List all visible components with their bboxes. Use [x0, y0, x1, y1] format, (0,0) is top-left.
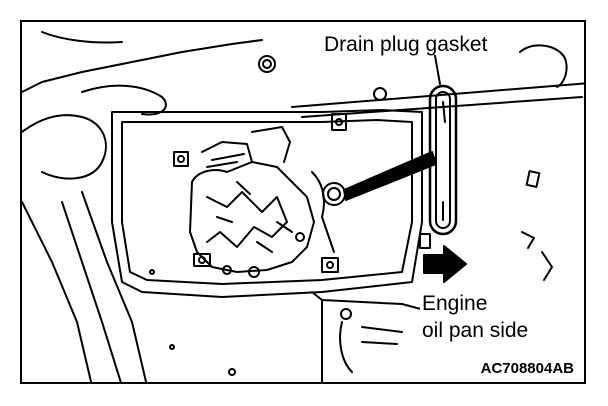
pan-tab-hole-1: [177, 155, 185, 163]
engine-underside-illustration: [22, 31, 584, 382]
engine-cover-folds: [216, 181, 293, 253]
body-bolt-1-center: [262, 59, 272, 69]
lower-bracket-2: [321, 299, 433, 313]
lower-curve: [339, 321, 353, 373]
gasket-leader-line: [433, 49, 441, 85]
pan-tab-1: [173, 151, 189, 167]
figure-code: AC708804AB: [478, 360, 576, 377]
body-hole-1: [373, 87, 387, 101]
body-dot-1: [149, 269, 155, 275]
oil-pan-outline: [111, 109, 423, 298]
drain-plug-hex: [327, 187, 341, 201]
body-dot-2: [169, 344, 175, 350]
label-drain-plug-gasket: Drain plug gasket: [322, 33, 490, 56]
frame-rail-left-3: [22, 201, 93, 382]
body-contour-top: [22, 39, 263, 93]
pan-tab-hole-3: [335, 118, 343, 126]
engine-block: [189, 161, 315, 273]
lower-ribs: [361, 326, 403, 345]
engine-bracket: [251, 126, 291, 163]
frame-rail-left-2: [81, 191, 148, 382]
lower-bracket-1: [311, 291, 323, 382]
drain-plug-gasket-inner: [435, 91, 451, 229]
body-slot-1: [525, 170, 541, 188]
body-dot-3: [228, 368, 236, 376]
engine-bolt-3: [295, 232, 305, 242]
engine-pipe-rings: [206, 153, 245, 168]
body-contour-edge: [41, 31, 123, 44]
engine-cover-creases: [206, 191, 288, 248]
engine-bolt-1: [248, 266, 260, 278]
body-contour-left: [22, 114, 107, 180]
body-curve-right: [519, 44, 568, 88]
pan-tab-hole-4: [326, 261, 334, 269]
body-bolt-1: [258, 55, 276, 73]
lower-bolt-1: [340, 308, 352, 320]
body-slot-4: [419, 233, 431, 249]
gasket-detail: [442, 101, 446, 123]
body-slot-2: [521, 231, 535, 249]
pan-tab-3: [331, 113, 347, 131]
drain-plug: [322, 182, 346, 206]
pan-flange-line-2: [301, 96, 583, 118]
engine-pipe-1: [201, 141, 253, 163]
arrow-right-icon: [423, 245, 467, 283]
diagram-frame: Drain plug gasket Engine oil pan side AC…: [20, 20, 586, 384]
body-contour-upper: [81, 84, 167, 116]
body-slot-3: [541, 251, 553, 281]
drain-plug-gasket: [428, 84, 458, 236]
pan-tab-4: [321, 257, 339, 273]
label-oil-pan-side: oil pan side: [420, 319, 531, 342]
frame-rail-left-1: [61, 201, 122, 382]
oil-pan-inner-lip: [121, 119, 413, 285]
label-engine: Engine: [420, 292, 490, 315]
pan-tab-2: [193, 253, 211, 267]
drain-plug-boss: [311, 171, 335, 253]
engine-bolt-2: [222, 265, 232, 275]
